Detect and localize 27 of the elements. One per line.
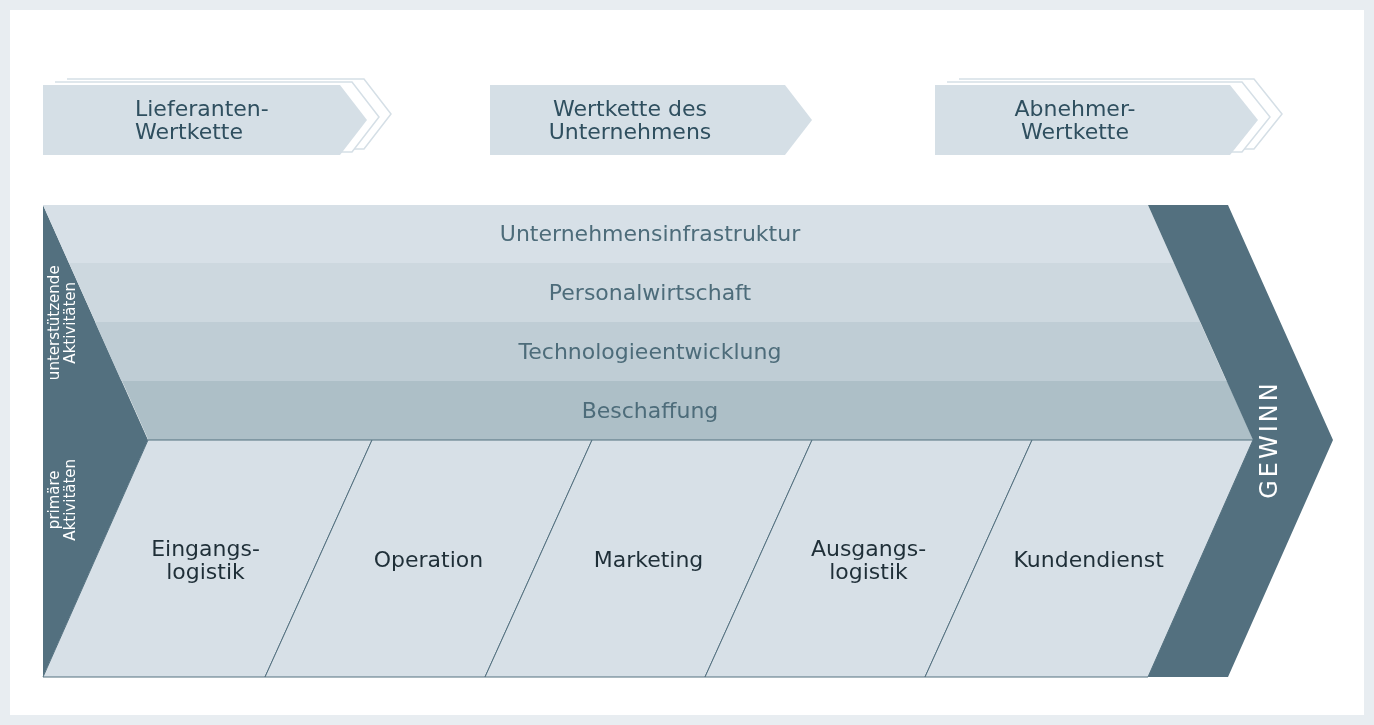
activity-label: Operation — [372, 548, 485, 572]
support-activity-band — [95, 322, 1227, 381]
activity-group-band — [43, 440, 148, 677]
chevron-label: Wertkette des Unternehmens — [547, 96, 713, 144]
primary-activity-panel — [265, 440, 592, 677]
activity-group-band — [43, 205, 148, 440]
chevron-label: Lieferanten- Wertkette — [135, 96, 270, 144]
support-activity-band — [43, 205, 1174, 263]
primary-activity-panel — [485, 440, 812, 677]
support-activity-band — [121, 381, 1253, 440]
margin-label: GEWINN — [1257, 379, 1283, 502]
primary-activity-panel — [43, 440, 372, 677]
activity-label: Kundendienst — [1013, 548, 1164, 572]
chevron-label: Abnehmer- Wertkette — [1013, 96, 1137, 144]
activity-label: Marketing — [592, 548, 705, 572]
activity-label: Unternehmensinfrastruktur — [499, 222, 801, 246]
activity-label: Beschaffung — [581, 398, 719, 423]
activity-label: Technologieentwicklung — [518, 339, 782, 364]
activity-label: Personalwirtschaft — [548, 280, 752, 305]
group-label: primäre Aktivitäten — [47, 458, 79, 543]
value-chain-chevron — [43, 85, 367, 155]
activity-label: Eingangs- logistik — [150, 536, 261, 584]
value-chain-chevron — [935, 85, 1258, 155]
activity-label: Ausgangs- logistik — [809, 536, 928, 584]
group-label: unterstützende Aktivitäten — [47, 264, 79, 382]
primary-activity-panel — [925, 440, 1253, 677]
value-chain-chevron — [490, 85, 812, 155]
